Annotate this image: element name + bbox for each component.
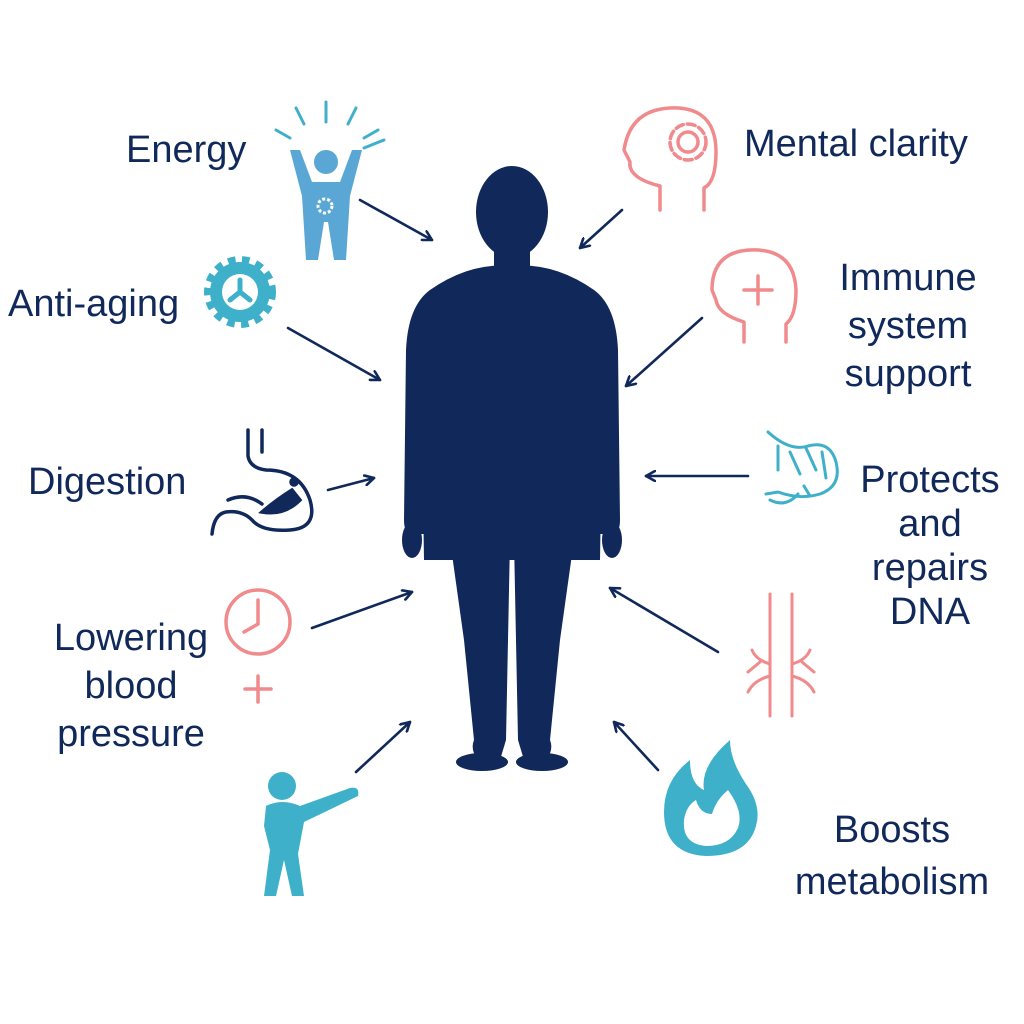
head-cross-icon [710,248,798,344]
label-line: Mental clarity [744,123,968,165]
arrow-metabolism [612,720,660,772]
label-line: Boosts [833,809,951,851]
label-line: blood [84,665,178,707]
label-line: DNA [889,591,971,633]
stomach-icon [210,428,314,536]
raised-arms-person-icon [274,100,386,260]
arrow-digestion [326,478,376,492]
label-line: Protects [860,459,1000,501]
label-line: system [847,305,969,347]
human-body-silhouette [402,166,622,771]
clock-plus-icon [224,588,292,704]
pointing-person-icon [264,772,359,896]
gear-clock-icon [204,256,276,328]
label-digestion: Digestion [28,458,186,506]
dna-strand-icon [764,430,839,505]
arrow-anti-aging [286,326,382,382]
label-anti-aging: Anti-aging [8,280,179,328]
label-line: and [898,503,962,545]
arrow-fitness [354,720,412,774]
label-line: pressure [57,713,205,755]
label-mental-clarity: Mental clarity [744,120,968,168]
head-gear-icon [622,106,718,212]
label-line: metabolism [794,861,990,903]
label-blood-pressure: Lowering blood pressure [36,614,226,758]
label-line: Digestion [28,461,187,503]
label-line: support [844,353,972,395]
label-line: Lowering [53,617,209,659]
arrow-blood-pressure [310,592,414,630]
arrow-immune [624,316,704,388]
arrow-energy [358,198,434,242]
label-immune: Immune system support [820,254,996,398]
arrow-vessels [608,586,720,654]
arrow-mental-clarity [578,208,624,250]
label-dna: Protects and repairs DNA [850,458,1010,634]
blood-vessel-icon [746,592,816,718]
flame-icon [664,740,758,856]
label-energy: Energy [126,126,246,174]
label-line: repairs [871,547,989,589]
label-metabolism: Boosts metabolism [784,804,1000,908]
label-line: Anti-aging [8,283,180,325]
label-line: Energy [126,129,247,171]
arrows [286,198,750,774]
label-line: Immune [839,257,977,299]
